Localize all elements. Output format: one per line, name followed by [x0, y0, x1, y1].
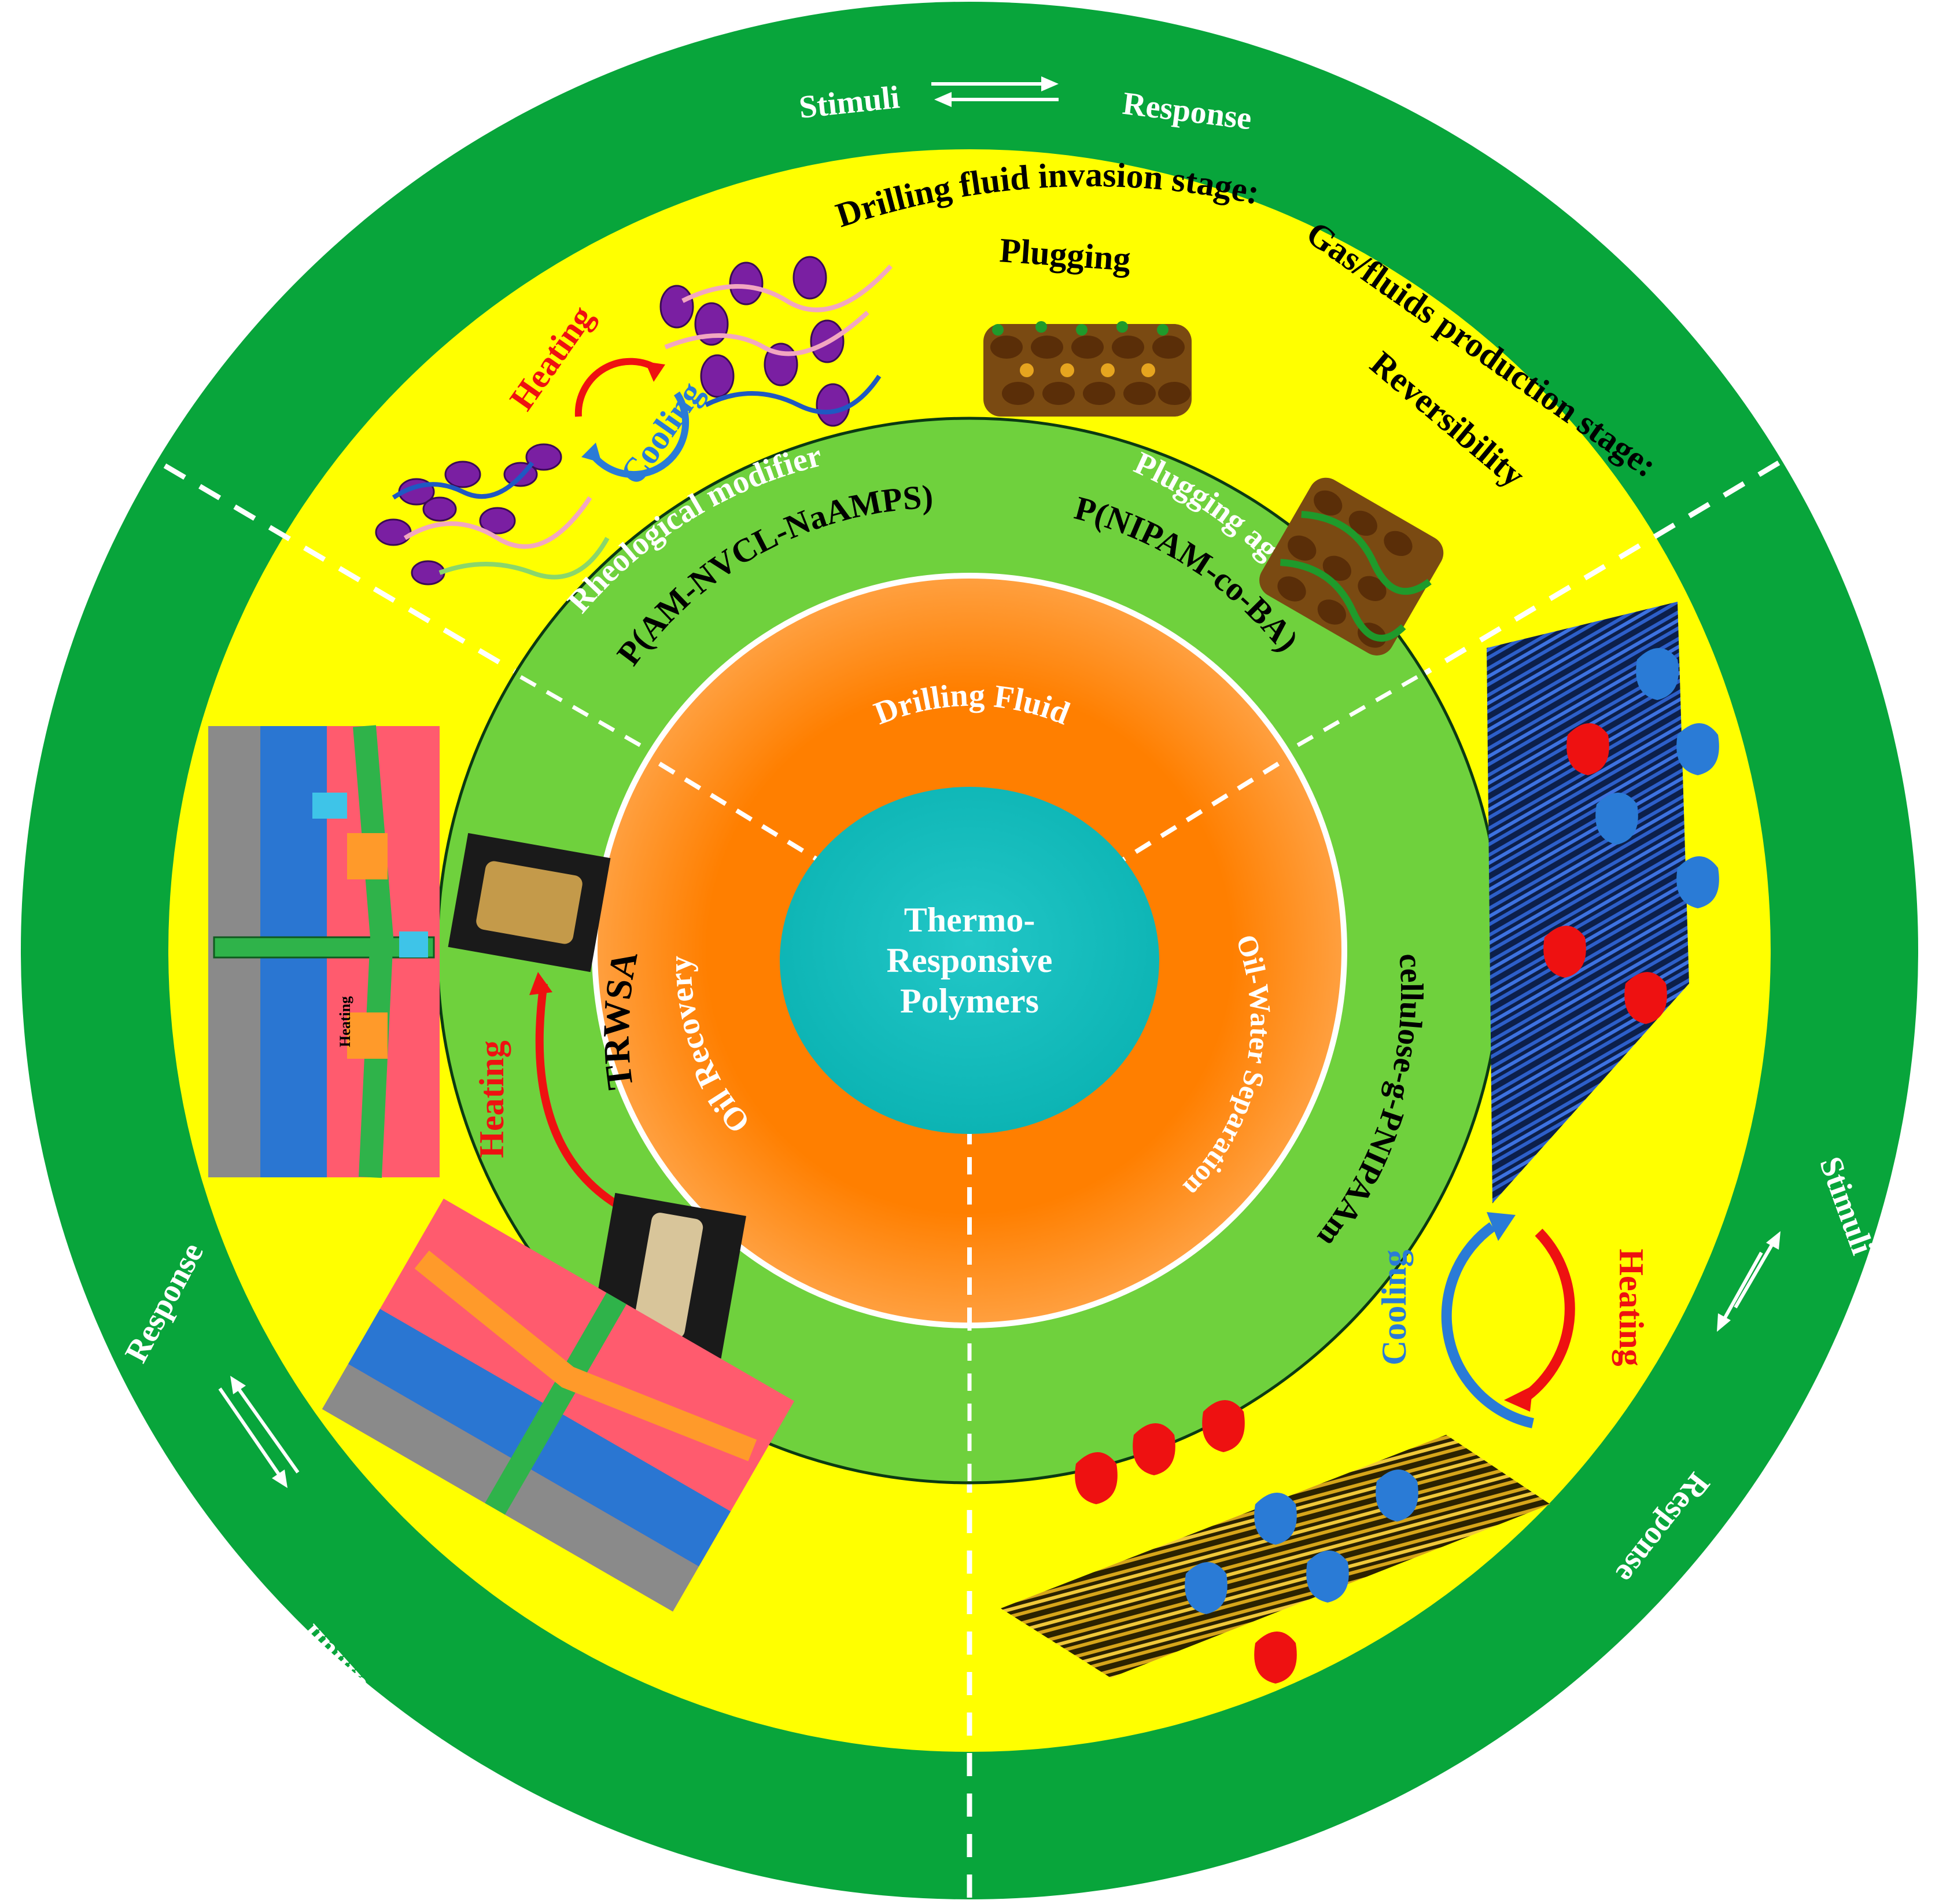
right-heating-cooling-cycle-icon	[1441, 1212, 1575, 1428]
top-bidirectional-arrows-icon	[931, 76, 1059, 107]
reversibility-particles-illustration	[1259, 477, 1444, 655]
heating-cooling-cycle-icon	[574, 358, 690, 478]
center-title-line1: Thermo-	[904, 901, 1035, 939]
heating-label-right: Heating	[1612, 1249, 1650, 1366]
plugging-particles-illustration	[983, 321, 1192, 417]
polymer-ring-dividers	[519, 675, 1418, 1481]
center-ellipse	[780, 787, 1159, 1134]
right-bidirectional-arrows-icon	[1717, 1231, 1781, 1332]
reservoir-production-illustration	[322, 1198, 795, 1612]
heating-label-left: Heating	[473, 1040, 511, 1158]
trwsa-heating-arrow-icon	[529, 972, 627, 1213]
heating-label-small: Heating	[337, 996, 353, 1047]
application-dividers	[658, 761, 1280, 1325]
hydrophilic-mesh-illustration	[1487, 602, 1689, 1203]
center-title-line2: Responsive	[887, 941, 1053, 979]
droplets-red-blue-lower	[1075, 1400, 1418, 1684]
center-title-line3: Polymers	[900, 982, 1039, 1020]
droplets-blue-red-upper	[1543, 648, 1719, 1024]
plugging-label: Plugging	[998, 231, 1132, 278]
polymer-chain-illustration	[375, 256, 893, 585]
left-bidirectional-arrows-icon	[218, 1376, 300, 1488]
yellow-ring-dividers	[163, 461, 1781, 1898]
cooling-label-right: Cooling	[1375, 1250, 1413, 1365]
trwsa-vial-photo-top	[448, 833, 611, 973]
reservoir-plugging-illustration: Heating	[208, 725, 440, 1178]
